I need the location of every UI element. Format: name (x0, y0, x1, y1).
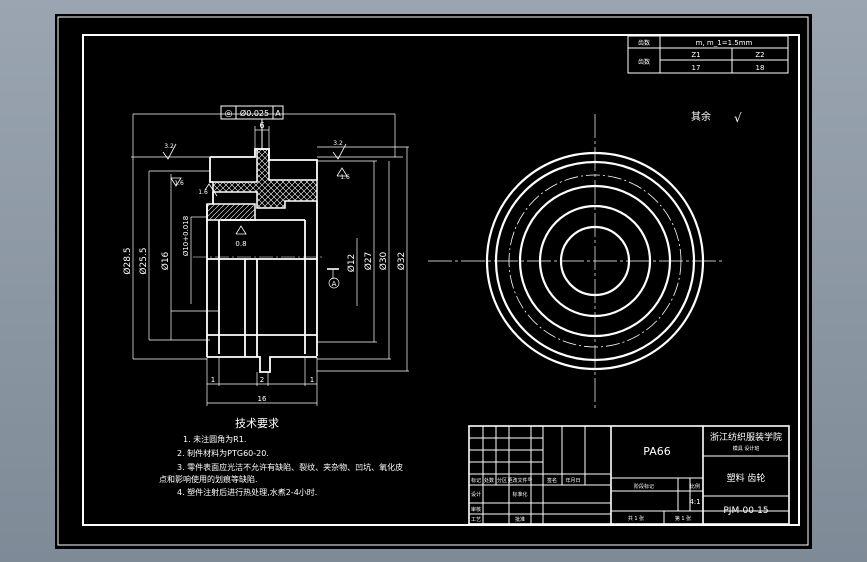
param-z1: Z1 (691, 51, 700, 59)
tb-scale: 4:1 (689, 498, 700, 506)
roughness-note-text: 其余 (691, 110, 711, 123)
tb-row1-c3: 分区 (497, 477, 507, 484)
dim-d12: Ø12 (346, 254, 357, 273)
dim-w2: 2 (260, 376, 264, 384)
top-extension-lines (131, 113, 403, 158)
param-table (627, 35, 789, 74)
rough-16-right: 1.6 (340, 174, 350, 181)
dim-d255: Ø25.5 (138, 247, 149, 274)
tb-row3-c1: 审核 (471, 506, 481, 513)
dim-d32: Ø32 (396, 252, 407, 271)
tech-req-item-4: 4. 塑件注射后进行热处理,水煮2-4小时. (177, 487, 317, 497)
tech-req-item-1: 1. 未注圆角为R1. (183, 434, 246, 444)
dim-d30: Ø30 (378, 251, 389, 270)
tb-material: PA66 (643, 445, 670, 458)
param-row1-label: 齿数 (638, 39, 650, 47)
dim-width-6 (254, 126, 270, 149)
tb-row1-c5: 签名 (547, 477, 557, 484)
tech-req-item-3: 3. 零件表面应光洁不允许有缺陷、裂纹、夹杂物、凹坑、氧化皮 (177, 462, 403, 472)
tb-school: 浙江纺织服装学院 (710, 431, 782, 443)
drawing-svg: 齿数 m, m_1=1.5mm 齿数 Z1 Z2 17 18 其余 √ (57, 16, 809, 546)
rough-16-left: 1.6 (174, 180, 184, 187)
tb-drawing-no: PJM-00-15 (723, 506, 768, 516)
tb-row1-c4: 更改文件号 (507, 477, 532, 484)
tb-row1-c2: 处数 (484, 477, 494, 484)
dim-w1b: 1 (310, 376, 314, 384)
dim-d10: Ø10+0.018 (182, 216, 190, 256)
tb-school-sub: 模具 设计班 (733, 445, 760, 452)
tb-sheet-no: 第 1 张 (675, 515, 691, 522)
tb-row4-c3: 批准 (515, 516, 525, 523)
section-view (193, 148, 325, 373)
tb-row4-c1: 工艺 (471, 517, 481, 523)
rough-08: 0.8 (235, 240, 246, 248)
dim-w16: 16 (258, 395, 267, 403)
left-diameter-dims (132, 157, 219, 360)
param-row1-value: m, m_1=1.5mm (696, 39, 753, 47)
param-row2-label: 齿数 (638, 58, 650, 66)
tolerance-frame (220, 105, 284, 149)
outer-frame (57, 16, 809, 546)
dim-width-6-label: 6 (259, 121, 264, 130)
rough-16-mid: 1.6 (198, 189, 208, 196)
param-z2: Z2 (755, 51, 764, 59)
param-n1: 17 (692, 64, 701, 72)
tb-row2-c4: 阶段标记 (634, 483, 654, 490)
inner-frame (82, 34, 800, 526)
cad-drawing-canvas[interactable]: 齿数 m, m_1=1.5mm 齿数 Z1 Z2 17 18 其余 √ (55, 14, 812, 549)
tb-scale-label: 比例 (690, 483, 700, 490)
dim-w1a: 1 (211, 376, 215, 384)
dim-d16: Ø16 (160, 251, 171, 270)
tolerance-value: Ø0.025 (240, 108, 269, 118)
tb-sheet-total: 共 1 张 (628, 515, 644, 522)
tb-row2-c1: 设计 (471, 491, 481, 498)
bottom-dims (206, 357, 318, 406)
tb-part-name: 塑料 齿轮 (727, 472, 766, 484)
datum-a: A (332, 280, 337, 288)
tech-req-item-3b: 点和影响使用的划痕等缺陷. (159, 474, 258, 484)
param-n2: 18 (756, 64, 765, 72)
tech-req-item-2: 2. 制件材料为PTG60-20. (177, 448, 269, 458)
right-diameter-dims (317, 146, 409, 372)
tolerance-datum: A (275, 109, 281, 118)
rough-32-left: 3.2 (164, 143, 174, 150)
roughness-note-symbol: √ (734, 111, 742, 125)
insert-hatch (206, 203, 256, 221)
rough-32-right: 3.2 (333, 140, 343, 147)
title-block (468, 425, 790, 525)
tb-row1-c1: 标记 (471, 477, 481, 484)
tb-row2-c3: 标准化 (512, 491, 527, 498)
roughness-marks (162, 143, 348, 235)
dim-d285: Ø28.5 (122, 247, 133, 274)
dim-d27: Ø27 (363, 252, 374, 271)
tech-req-title: 技术要求 (235, 417, 279, 430)
tb-row1-c6: 年月日 (565, 477, 580, 484)
front-view (428, 114, 723, 409)
